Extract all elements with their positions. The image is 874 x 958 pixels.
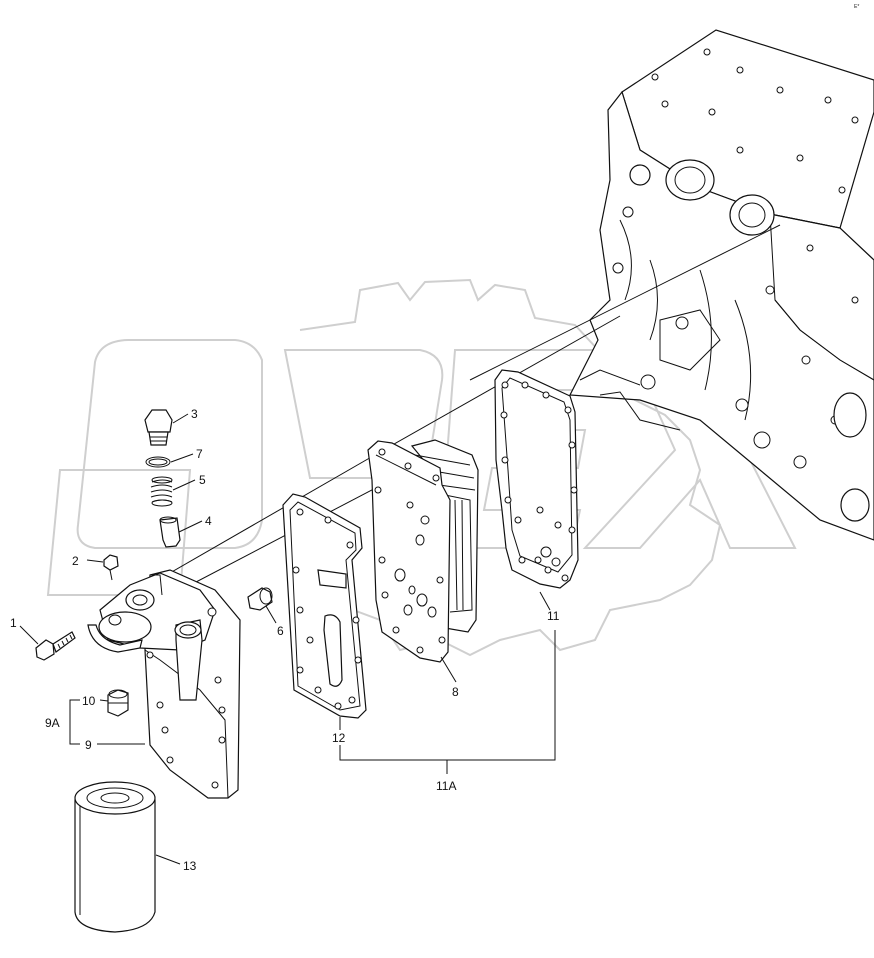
callout-7: 7 — [196, 447, 203, 461]
part-11-gasket — [494, 369, 579, 589]
part-10-nipple — [107, 689, 129, 717]
callout-2: 2 — [72, 554, 79, 568]
oil-filter-head — [87, 569, 241, 799]
callout-1: 1 — [10, 616, 17, 630]
callout-8: 8 — [452, 685, 459, 699]
callout-4: 4 — [205, 514, 212, 528]
callout-10: 10 — [82, 694, 96, 708]
callout-9a: 9A — [45, 716, 60, 730]
part-6-plug — [247, 587, 273, 611]
part-5-spring — [150, 476, 173, 507]
callout-9: 9 — [85, 738, 92, 752]
deck-bolt-holes — [651, 48, 859, 194]
callout-3: 3 — [191, 407, 198, 421]
callout-5: 5 — [199, 473, 206, 487]
callout-12: 12 — [332, 731, 346, 745]
part-7-o-ring — [145, 456, 171, 468]
callout-6: 6 — [277, 624, 284, 638]
part-3-plug — [144, 409, 173, 446]
part-4-valve — [159, 516, 181, 548]
engine-block — [569, 29, 874, 541]
part-8-oil-cooler — [367, 439, 479, 663]
leader-lines — [19, 413, 556, 865]
corner-mark: E* — [854, 4, 859, 10]
callout-11a: 11A — [436, 779, 456, 793]
watermark-gear — [299, 278, 722, 657]
part-1-bolt — [35, 631, 76, 661]
callout-11: 11 — [547, 609, 560, 623]
part-2-fitting — [103, 554, 119, 581]
part-12-gasket — [282, 493, 367, 719]
callout-labels: 3 7 5 4 2 1 6 10 9A 9 8 12 11 11A 13 — [10, 407, 560, 873]
part-13-oil-filter — [74, 781, 156, 933]
callout-13: 13 — [183, 859, 197, 873]
